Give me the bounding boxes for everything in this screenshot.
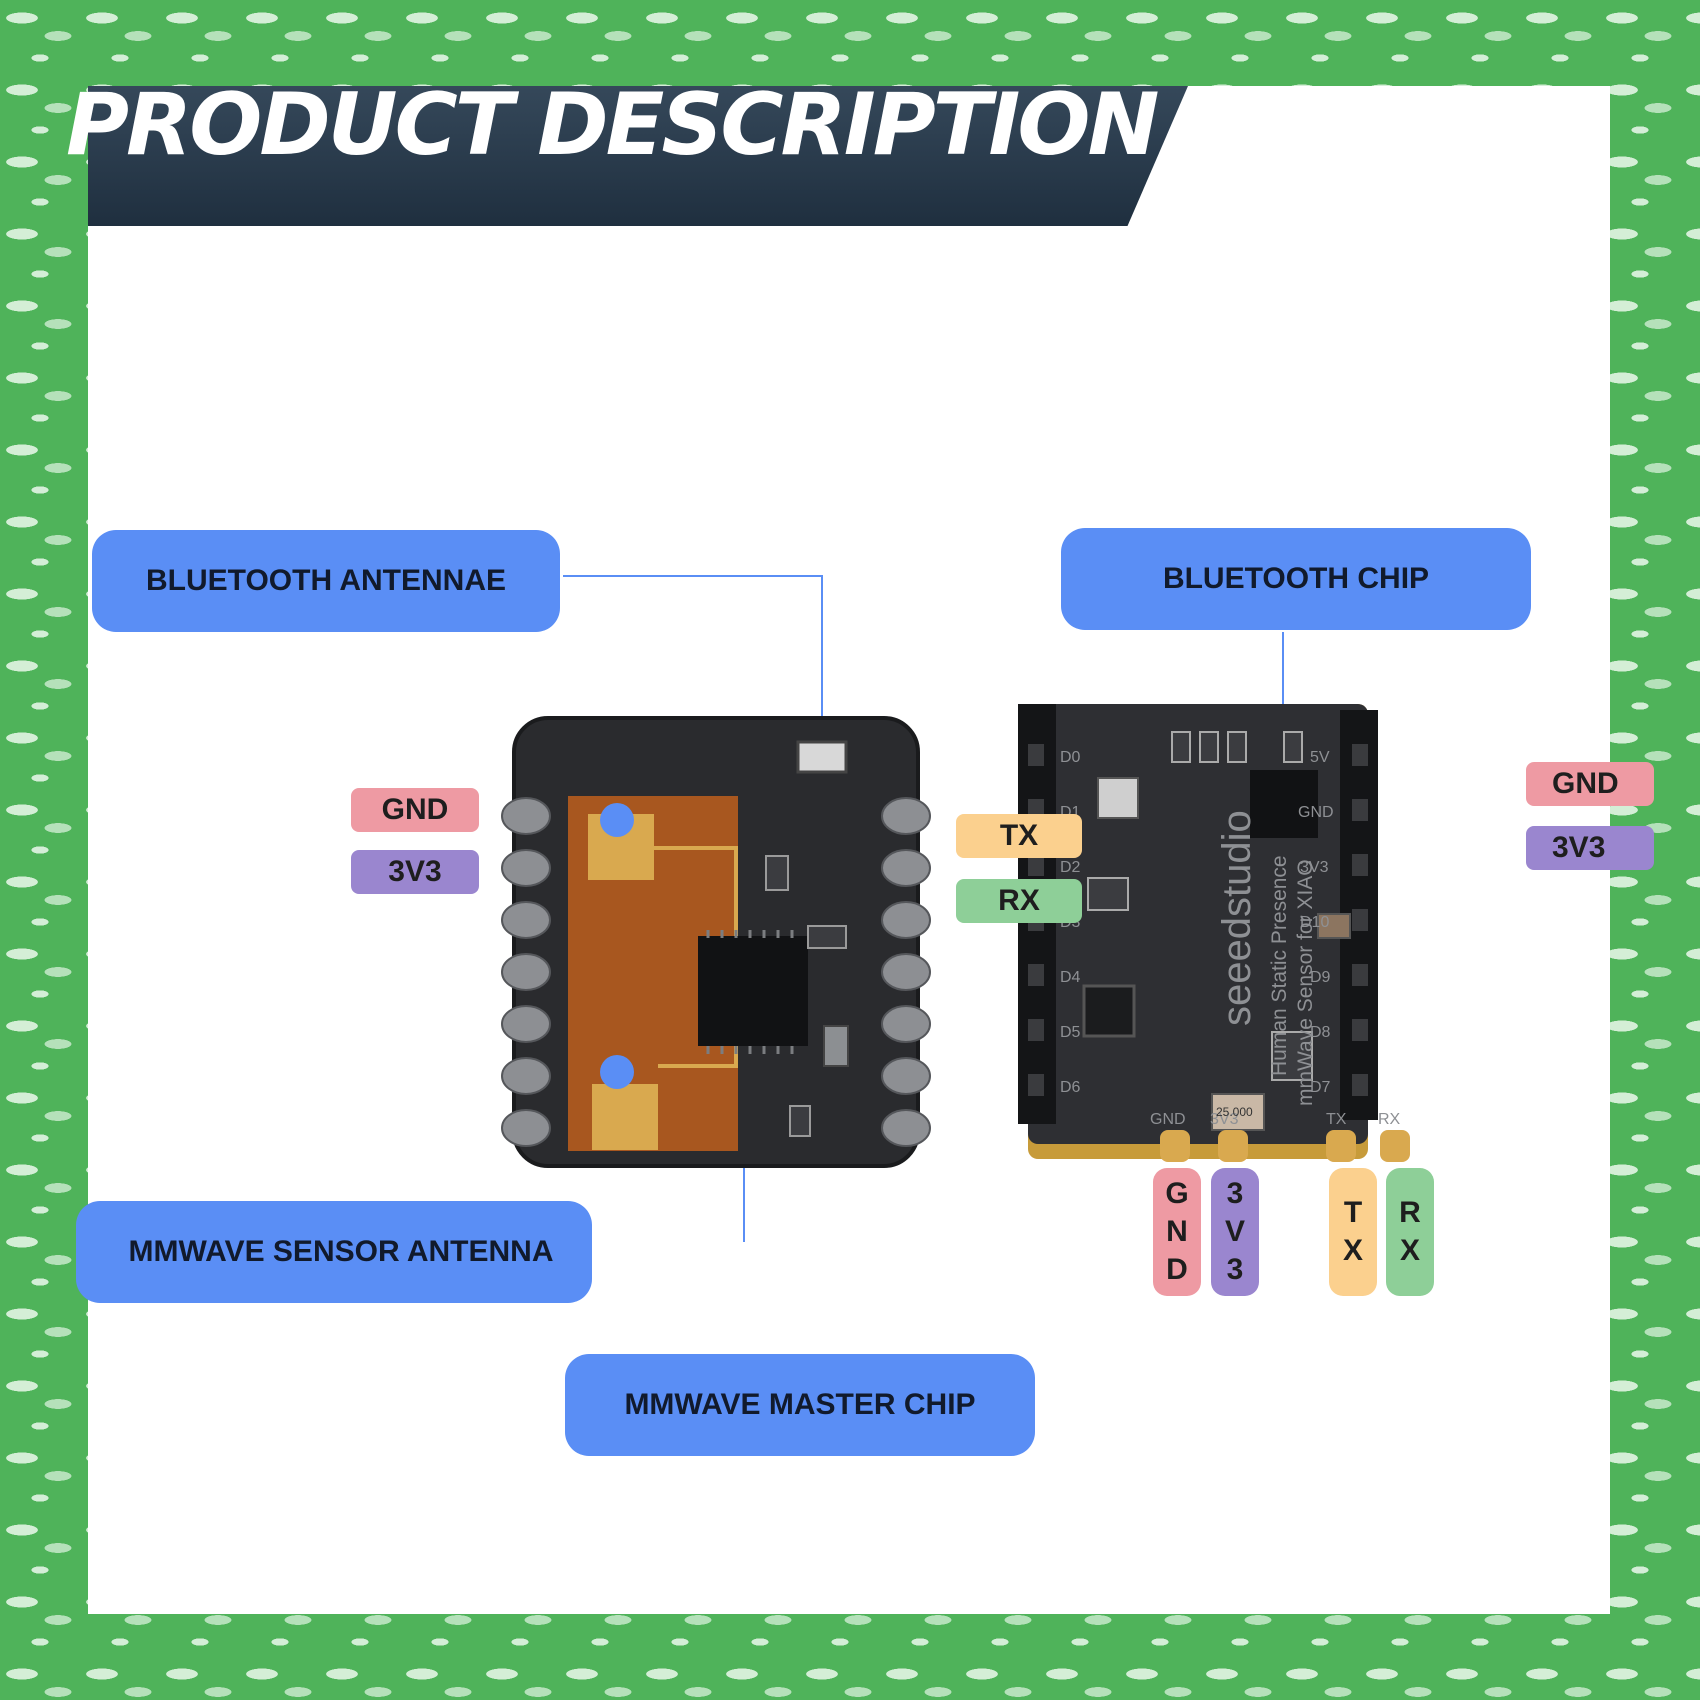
pin-label-tx: TX bbox=[956, 814, 1082, 858]
silk-line2: mmWave Sensor for XIAO bbox=[1294, 859, 1317, 1106]
silk-pin-right: D9 bbox=[1310, 969, 1331, 986]
silk-pin-right: 3V3 bbox=[1300, 859, 1329, 876]
pin-label-gnd-vertical: G N D bbox=[1153, 1168, 1201, 1296]
silk-pin-left: D6 bbox=[1060, 1079, 1081, 1096]
silk-pin-right: D8 bbox=[1310, 1024, 1331, 1041]
silk-line1: Human Static Presence bbox=[1268, 855, 1291, 1076]
pin-letter: 3 bbox=[1226, 1253, 1244, 1286]
silk-crystal: 25.000 bbox=[1216, 1105, 1253, 1119]
pin-letter: R bbox=[1399, 1196, 1421, 1229]
mmwave-antenna-rx-dot bbox=[600, 803, 634, 837]
mmwave-antenna-tx-dot bbox=[600, 1055, 634, 1089]
pin-label-rx: RX bbox=[956, 879, 1082, 923]
silk-pin-right: 5V bbox=[1310, 749, 1330, 766]
pin-label-gnd-right: GND bbox=[1526, 762, 1654, 806]
silk-pin-bottom: GND bbox=[1150, 1111, 1186, 1128]
silk-pin-right: D10 bbox=[1300, 914, 1329, 931]
leader-bluetooth-antennae-h bbox=[563, 575, 823, 577]
xiao-adapter-board: seeedstudio Human Static Presence mmWave… bbox=[1018, 704, 1410, 1162]
pin-label-tx-vertical: T X bbox=[1329, 1168, 1377, 1296]
pin-letter: V bbox=[1224, 1215, 1245, 1248]
pin-letter: 3 bbox=[1226, 1177, 1244, 1210]
silk-pin-left: D2 bbox=[1060, 859, 1081, 876]
pin-letter: X bbox=[1342, 1234, 1363, 1267]
page-title: PRODUCT DESCRIPTION bbox=[66, 75, 1159, 175]
silk-brand: seeedstudio bbox=[1215, 810, 1259, 1026]
pin-label-gnd: GND bbox=[351, 788, 479, 832]
product-panel: PRODUCT DESCRIPTION bbox=[66, 80, 1654, 1614]
callout-mmwave-master-chip: MMWAVE MASTER CHIP bbox=[565, 1354, 1035, 1456]
silk-pin-right: D7 bbox=[1310, 1079, 1331, 1096]
pin-label-3v3: 3V3 bbox=[351, 850, 479, 894]
leader-bluetooth-antennae-v bbox=[821, 575, 823, 723]
callout-bluetooth-chip: BLUETOOTH CHIP bbox=[1061, 528, 1531, 630]
pin-letter: T bbox=[1343, 1196, 1363, 1229]
callout-bluetooth-antennae: BLUETOOTH ANTENNAE bbox=[92, 530, 560, 632]
callout-mmwave-sensor-antenna: MMWAVE SENSOR ANTENNA bbox=[76, 1201, 592, 1303]
pin-label-3v3-right: 3V3 bbox=[1526, 826, 1654, 870]
pin-label-rx-vertical: R X bbox=[1386, 1168, 1434, 1296]
pin-label-3v3-vertical: 3 V 3 bbox=[1211, 1168, 1259, 1296]
silk-pin-left: D0 bbox=[1060, 749, 1081, 766]
silk-pin-bottom: TX bbox=[1326, 1111, 1347, 1128]
title-banner bbox=[88, 86, 1188, 226]
silk-pin-bottom: RX bbox=[1378, 1111, 1401, 1128]
pin-letter: D bbox=[1166, 1253, 1188, 1286]
silk-pin-bottom: 3V3 bbox=[1210, 1111, 1239, 1128]
silk-pin-left: D5 bbox=[1060, 1024, 1081, 1041]
pin-letter: G bbox=[1165, 1177, 1189, 1210]
silk-pin-right: GND bbox=[1298, 804, 1334, 821]
pin-letter: X bbox=[1399, 1234, 1420, 1267]
mmwave-radar-board bbox=[501, 716, 931, 1168]
pin-letter: N bbox=[1166, 1215, 1188, 1248]
silk-pin-left: D4 bbox=[1060, 969, 1081, 986]
